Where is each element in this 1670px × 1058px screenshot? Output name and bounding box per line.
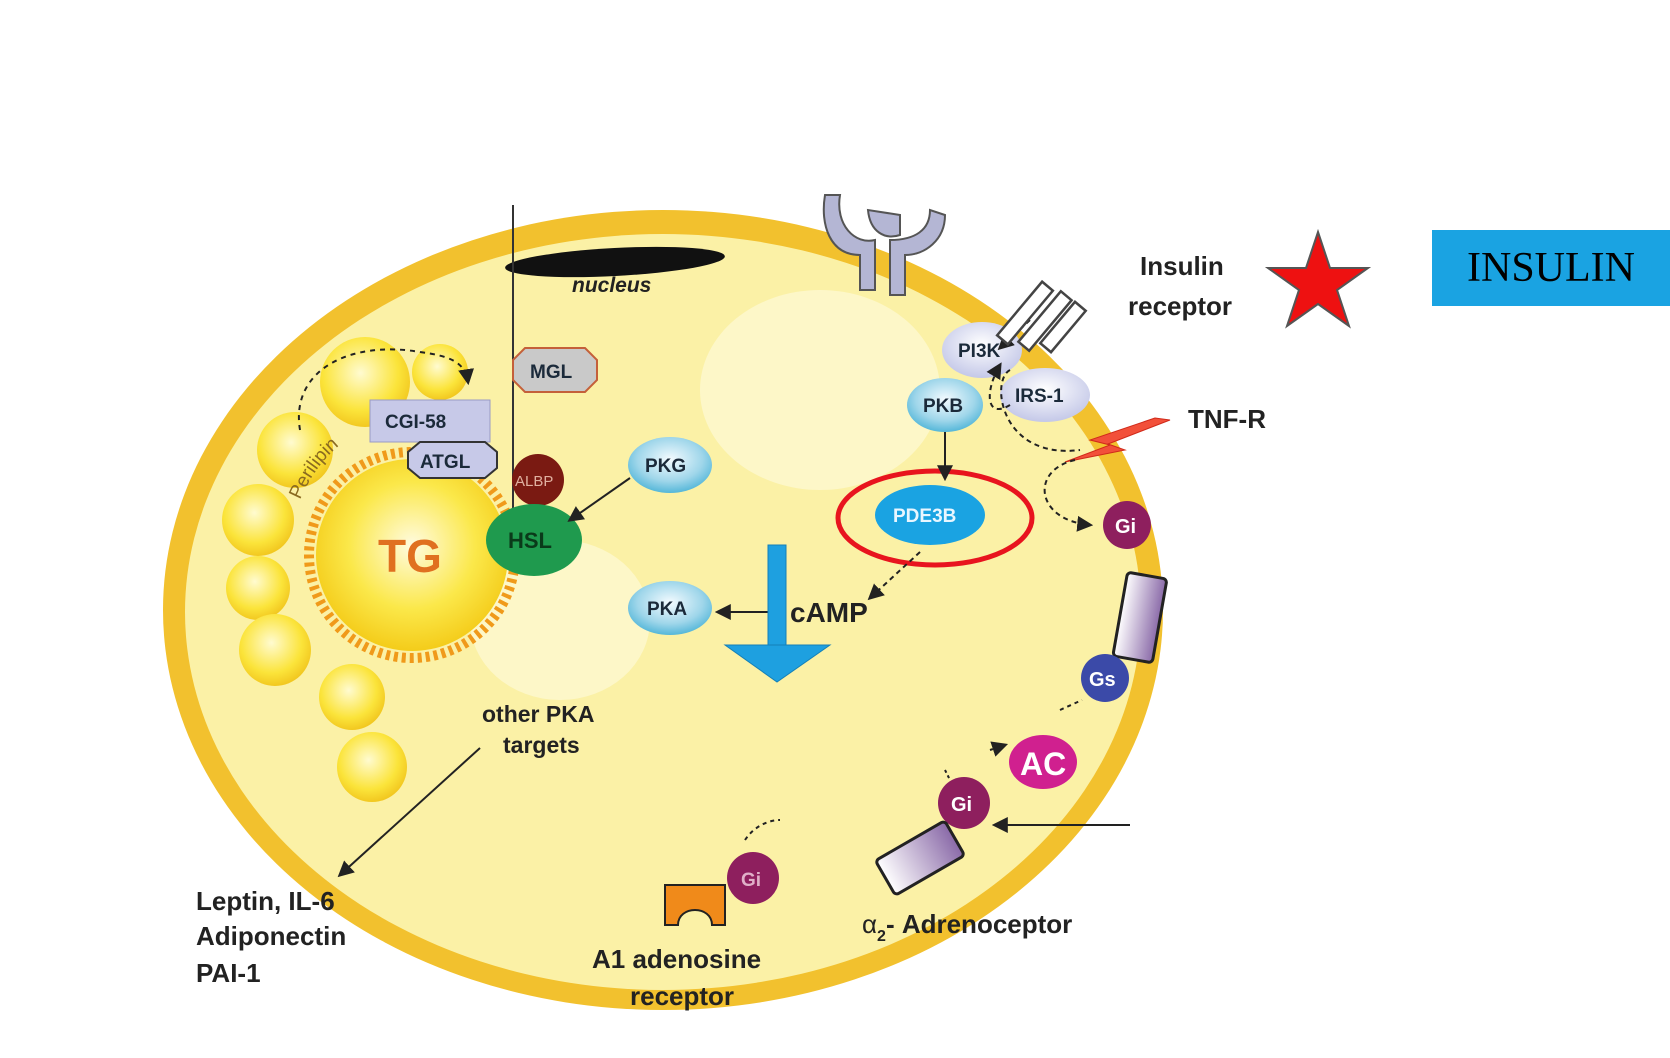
cytoplasm-blotch xyxy=(700,290,940,490)
secreted-line2: Adiponectin xyxy=(196,921,346,951)
lipid-droplet xyxy=(412,344,468,400)
ac-dashed xyxy=(989,741,1009,757)
tg-label: TG xyxy=(378,530,442,582)
pde3b-label: PDE3B xyxy=(893,506,956,527)
gi-right-label: Gi xyxy=(1115,516,1136,538)
pkg-shape xyxy=(628,437,712,493)
lipid-droplet xyxy=(337,732,407,802)
pde3b-highlight-ring xyxy=(835,468,1035,568)
pde3b-shape xyxy=(875,485,985,545)
lipid-droplet xyxy=(226,556,290,620)
mgl-label: MGL xyxy=(530,362,573,383)
nucleus-shape xyxy=(505,246,725,278)
pkb-label: PKB xyxy=(923,396,963,417)
lipid-droplet xyxy=(257,412,333,488)
insulin-receptor-line1: Insulin xyxy=(1140,251,1224,281)
insulin-receptor-line2: receptor xyxy=(1128,291,1232,321)
a1-label-line1: A1 adenosine xyxy=(592,944,761,974)
insulin-receptor-shape xyxy=(995,279,1088,354)
insulin-box: INSULIN xyxy=(1432,230,1670,306)
pi3k-to-pkb-dashed xyxy=(1000,369,1081,452)
albp-label: ALBP xyxy=(515,473,553,490)
irs1-to-pi3k-arrow xyxy=(986,362,1011,410)
hsl-label: HSL xyxy=(508,528,552,553)
secretion-arrow xyxy=(337,747,481,878)
gs-label: Gs xyxy=(1089,669,1116,691)
other-pka-line2: targets xyxy=(503,732,580,758)
atgl-shape xyxy=(407,441,498,479)
down-arrow-icon xyxy=(723,544,832,683)
gi-a1-label: Gi xyxy=(741,870,761,891)
gi-alpha2-shape xyxy=(938,777,990,829)
other-pka-line1: other PKA xyxy=(482,701,594,727)
cgi58-label: CGI-58 xyxy=(385,412,446,433)
ac-label: AC xyxy=(1020,746,1066,782)
secreted-line1: Leptin, IL-6 xyxy=(196,886,335,916)
gi-right-shape xyxy=(1103,501,1151,549)
albp-shape xyxy=(512,454,564,506)
pkg-label: PKG xyxy=(645,456,686,477)
pkg-to-hsl-arrow xyxy=(567,477,631,522)
tg-droplet xyxy=(316,459,508,651)
tnfr-label: TNF-R xyxy=(1188,404,1266,434)
star-icon xyxy=(1264,228,1372,329)
lipid-droplet xyxy=(222,484,294,556)
gs-receptor-shape xyxy=(1111,571,1168,664)
nucleus-label: nucleus xyxy=(572,274,651,297)
mgl-shape xyxy=(512,347,598,393)
hsl-shape xyxy=(486,504,582,576)
pkb-shape xyxy=(907,378,983,432)
atgl-label: ATGL xyxy=(420,452,471,473)
pka-shape xyxy=(628,581,712,635)
pi3k-label: PI3K xyxy=(958,341,1001,362)
secreted-line3: PAI-1 xyxy=(196,958,261,988)
alpha2-receptor-shape xyxy=(875,820,965,896)
gi-alpha2-dashed xyxy=(944,769,951,781)
irs1-label: IRS-1 xyxy=(1015,386,1064,407)
receptor-top-shape xyxy=(822,194,947,296)
ac-shape xyxy=(1009,735,1077,789)
lightning-icon xyxy=(1064,417,1171,463)
pka-label: PKA xyxy=(647,599,687,620)
gi-alpha2-label: Gi xyxy=(951,794,972,816)
tnfr-to-gi-arrow xyxy=(1043,459,1094,532)
lipid-droplet xyxy=(319,664,385,730)
a1-label-line2: receptor xyxy=(630,981,734,1011)
gs-shape xyxy=(1081,654,1129,702)
cgi58-box xyxy=(369,399,491,443)
camp-label: cAMP xyxy=(790,597,868,628)
pde3b-to-camp-arrow xyxy=(867,551,921,601)
irs1-shape xyxy=(1000,368,1090,422)
perilipin-arrow xyxy=(297,348,475,431)
lipid-droplet xyxy=(239,614,311,686)
alpha2-label: α2- Adrenoceptor xyxy=(862,909,1072,945)
a1-receptor-shape xyxy=(664,884,726,926)
gi-a1-shape xyxy=(727,852,779,904)
